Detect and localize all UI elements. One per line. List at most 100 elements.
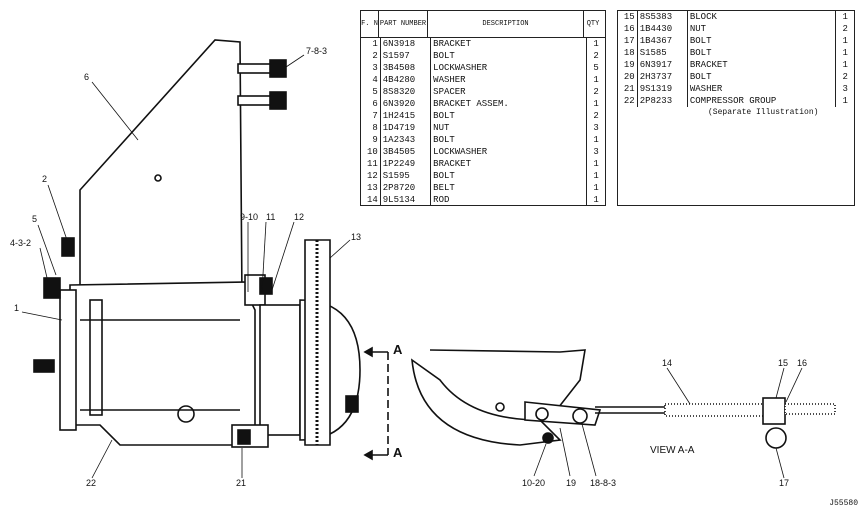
callout-5: 5 xyxy=(32,214,38,224)
cell-ref-no: 12 xyxy=(361,170,381,182)
cell-part-number: 1B4430 xyxy=(638,23,688,35)
cell-description: SPACER xyxy=(431,86,588,98)
cell-qty: 1 xyxy=(593,135,599,145)
cell-ref-no: 4 xyxy=(361,74,381,86)
top-bolts xyxy=(237,59,287,110)
section-marker-a-bottom: A xyxy=(393,445,403,460)
cell-qty: 1 xyxy=(593,75,599,85)
table-header: REF. NO. PART NUMBER DESCRIPTION QTY xyxy=(361,11,605,38)
callout-10-20: 10-20 xyxy=(522,478,546,488)
callout-18-8-3: 18-8-3 xyxy=(590,478,617,488)
cell-description: NUT xyxy=(431,122,588,134)
cell-description: LOCKWASHER xyxy=(431,146,588,158)
parts-table-left: REF. NO. PART NUMBER DESCRIPTION QTY 16N… xyxy=(360,10,606,206)
cell-part-number: 8S8320 xyxy=(381,86,432,98)
cell-part-number: 3B4508 xyxy=(381,62,432,74)
header-description: DESCRIPTION xyxy=(428,11,584,37)
cell-ref-no: 19 xyxy=(618,59,638,71)
callout-21: 21 xyxy=(236,478,247,488)
header-ref-no: REF. NO. xyxy=(361,11,379,37)
cell-part-number: 6N3918 xyxy=(381,38,432,50)
cell-ref-no: 5 xyxy=(361,86,381,98)
callout-6: 6 xyxy=(84,72,90,82)
view-a-a-bracket xyxy=(411,358,562,446)
cell-part-number: 9S1319 xyxy=(638,83,688,95)
cell-part-number: S1595 xyxy=(381,170,432,182)
callout-17: 17 xyxy=(779,478,790,488)
cell-part-number: S1585 xyxy=(638,47,688,59)
cell-qty: 1 xyxy=(842,48,848,58)
view-label: VIEW A-A xyxy=(650,445,695,456)
cell-description: BOLT xyxy=(431,134,588,146)
compressor-body xyxy=(69,281,256,446)
callout-1: 1 xyxy=(14,303,20,313)
cell-qty: 1 xyxy=(842,36,848,46)
cell-part-number: 3B4505 xyxy=(381,146,432,158)
pulley xyxy=(299,299,361,441)
callout-4-3-2: 4-3-2 xyxy=(10,238,32,248)
cell-description: BOLT xyxy=(688,47,837,59)
cell-ref-no: 22 xyxy=(618,95,638,107)
callout-11: 11 xyxy=(266,212,276,222)
callout-7-8-3: 7-8-3 xyxy=(306,46,328,56)
cell-description: BOLT xyxy=(431,170,588,182)
cell-qty: 1 xyxy=(842,12,848,22)
cell-part-number: 4B4280 xyxy=(381,74,432,86)
cell-ref-no: 16 xyxy=(618,23,638,35)
callout-12: 12 xyxy=(294,212,305,222)
cell-ref-no: 9 xyxy=(361,134,381,146)
cell-ref-no: 18 xyxy=(618,47,638,59)
section-marker-a-top: A xyxy=(393,342,403,357)
cell-part-number: 6N3920 xyxy=(381,98,432,110)
cell-ref-no: 1 xyxy=(361,38,381,50)
cell-part-number: 1H2415 xyxy=(381,110,432,122)
cell-ref-no: 8 xyxy=(361,122,381,134)
cell-ref-no: 11 xyxy=(361,158,381,170)
cell-ref-no: 13 xyxy=(361,182,381,194)
cell-part-number: S1597 xyxy=(381,50,432,62)
cell-description: BRACKET xyxy=(688,59,837,71)
cell-ref-no: 7 xyxy=(361,110,381,122)
cell-description: WASHER xyxy=(688,83,837,95)
cell-description: BOLT xyxy=(688,71,837,83)
cell-description: COMPRESSOR GROUP xyxy=(688,95,837,107)
cell-qty: 2 xyxy=(593,87,599,97)
cell-description: BOLT xyxy=(431,110,588,122)
cell-ref-no: 3 xyxy=(361,62,381,74)
cell-description: NUT xyxy=(688,23,837,35)
separate-illustration-note: (Separate Illustration) xyxy=(708,108,819,117)
document-number: J55580 xyxy=(829,499,858,508)
cell-ref-no: 6 xyxy=(361,98,381,110)
cell-ref-no: 15 xyxy=(618,11,638,23)
callout-19: 19 xyxy=(566,478,577,488)
cell-part-number: 1D4719 xyxy=(381,122,432,134)
callout-13: 13 xyxy=(351,232,362,242)
cell-qty: 2 xyxy=(842,24,848,34)
cell-description: BELT xyxy=(431,182,588,194)
cell-qty: 1 xyxy=(593,99,599,109)
cell-qty: 1 xyxy=(593,183,599,193)
callout-15: 15 xyxy=(778,358,789,368)
cell-description: BRACKET xyxy=(431,158,588,170)
cell-qty: 2 xyxy=(593,51,599,61)
cell-part-number: 1A2343 xyxy=(381,134,432,146)
